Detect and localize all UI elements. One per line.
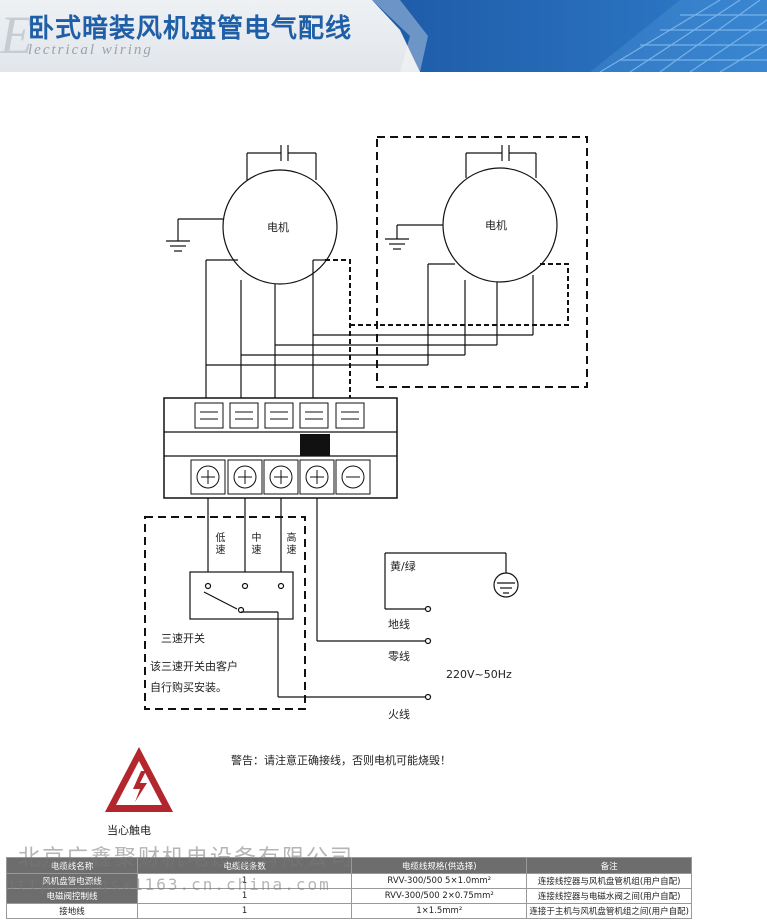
table-cell: 1×1.5mm² [351, 903, 528, 919]
table-cell: 1 [137, 873, 353, 889]
speed-high-label: 高速 [284, 532, 295, 556]
yellow-green-label: 黄/绿 [390, 560, 416, 573]
banner-graphic [372, 0, 767, 72]
electric-shock-warning-icon [105, 747, 173, 812]
switch-note-line1: 该三速开关由客户 [150, 660, 238, 673]
banner-light-panel [0, 0, 420, 72]
table-cell: 风机盘管电源线 [5, 873, 139, 889]
table-header-row: 电缆线名称 电缆线条数 电缆线规格(供选择) 备注 [5, 857, 692, 874]
table-row: 接地线 1 1×1.5mm² 连接于主机与风机盘管机组之间(用户自配) [5, 903, 692, 919]
caution-label: 当心触电 [107, 824, 151, 837]
ground-wire-label: 地线 [388, 618, 410, 631]
table-cell: 1 [137, 903, 353, 919]
table-cell: 接地线 [5, 903, 139, 919]
three-speed-switch-label: 三速开关 [161, 632, 205, 645]
table-header-cell: 备注 [526, 857, 692, 874]
header-banner: E 卧式暗装风机盘管电气配线 lectrical wiring [0, 0, 767, 72]
left-motor [222, 169, 338, 285]
right-motor-label: 电机 [485, 219, 507, 232]
table-header-cell: 电缆线名称 [5, 857, 139, 874]
neutral-wire-label: 零线 [388, 650, 410, 663]
table-header-cell: 电缆线规格(供选择) [351, 857, 528, 874]
speed-low-label: 低速 [213, 532, 224, 556]
table-cell: RVV-300/500 2×0.75mm² [351, 888, 528, 904]
table-header-cell: 电缆线条数 [137, 857, 353, 874]
table-row: 风机盘管电源线 1 RVV-300/500 5×1.0mm² 连接线控器与风机盘… [5, 873, 692, 889]
switch-box [144, 516, 306, 710]
table-row: 电磁阀控制线 1 RVV-300/500 2×0.75mm² 连接线控器与电磁水… [5, 888, 692, 904]
page-subtitle: lectrical wiring [28, 42, 153, 58]
speed-mid-label: 中速 [249, 532, 260, 556]
cable-spec-table: 电缆线名称 电缆线条数 电缆线规格(供选择) 备注 风机盘管电源线 1 RVV-… [5, 857, 692, 919]
live-wire-label: 火线 [388, 708, 410, 721]
voltage-label: 220V~50Hz [446, 668, 512, 681]
left-motor-label: 电机 [267, 221, 289, 234]
table-cell: 连接于主机与风机盘管机组之间(用户自配) [526, 903, 692, 919]
switch-note-line2: 自行购买安装。 [150, 681, 227, 694]
table-cell: 连接线控器与电磁水阀之间(用户自配) [526, 888, 692, 904]
table-cell: 1 [137, 888, 353, 904]
optional-motor-box [376, 136, 588, 388]
warning-text: 警告：请注意正确接线，否则电机可能烧毁！ [231, 754, 451, 767]
table-cell: RVV-300/500 5×1.0mm² [351, 873, 528, 889]
page-title: 卧式暗装风机盘管电气配线 [28, 14, 353, 44]
table-cell: 连接线控器与风机盘管机组(用户自配) [526, 873, 692, 889]
banner-initial-letter: E [0, 5, 33, 65]
table-cell: 电磁阀控制线 [5, 888, 139, 904]
